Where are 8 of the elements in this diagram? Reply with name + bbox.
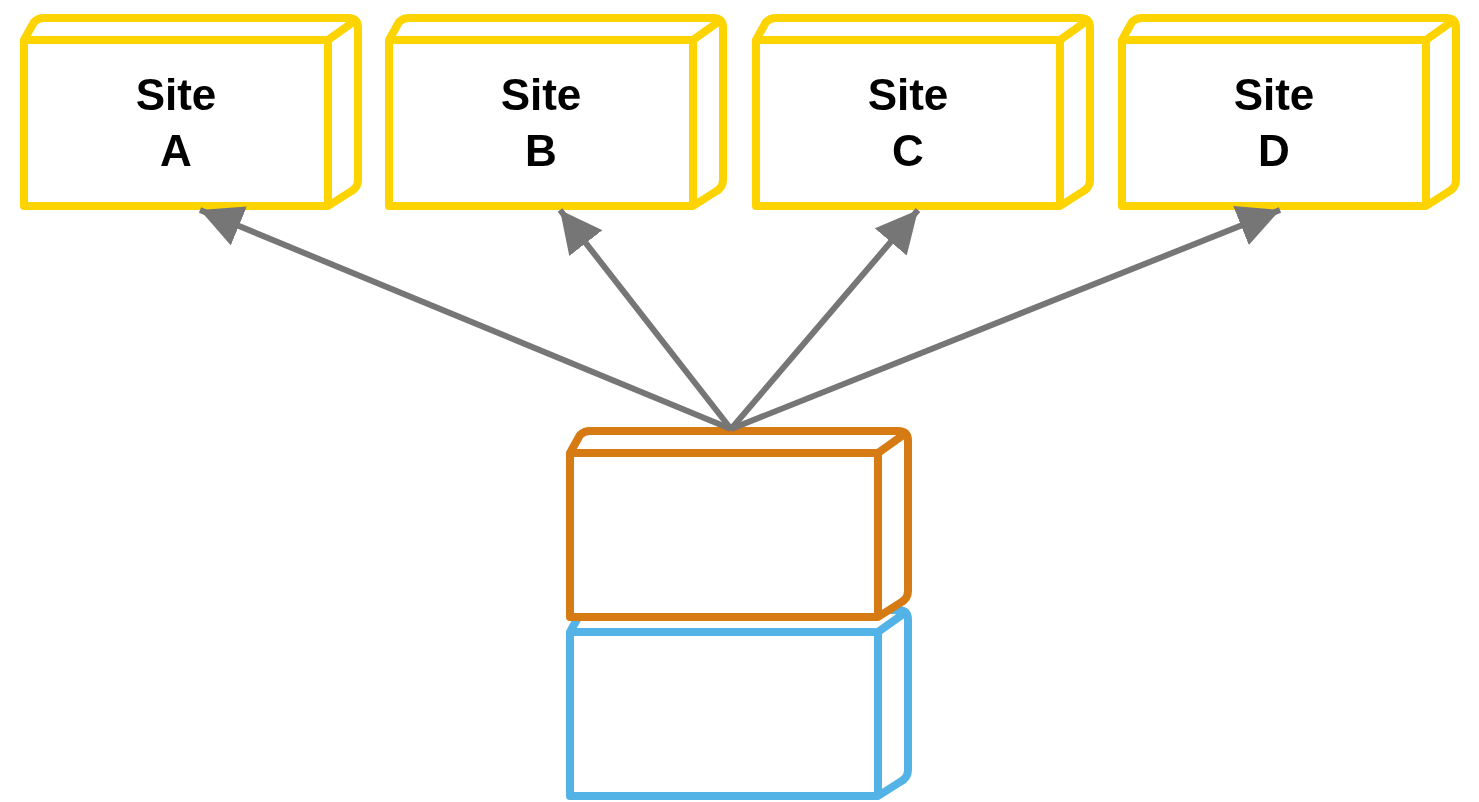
site-label: Site D xyxy=(1232,69,1316,177)
arrow xyxy=(198,206,733,432)
site-label: Site B xyxy=(499,69,583,177)
arrow xyxy=(729,206,1282,432)
site-label: Site C xyxy=(866,69,950,177)
arrow xyxy=(728,208,921,431)
arrow xyxy=(557,208,734,431)
site-label: Site A xyxy=(134,69,218,177)
